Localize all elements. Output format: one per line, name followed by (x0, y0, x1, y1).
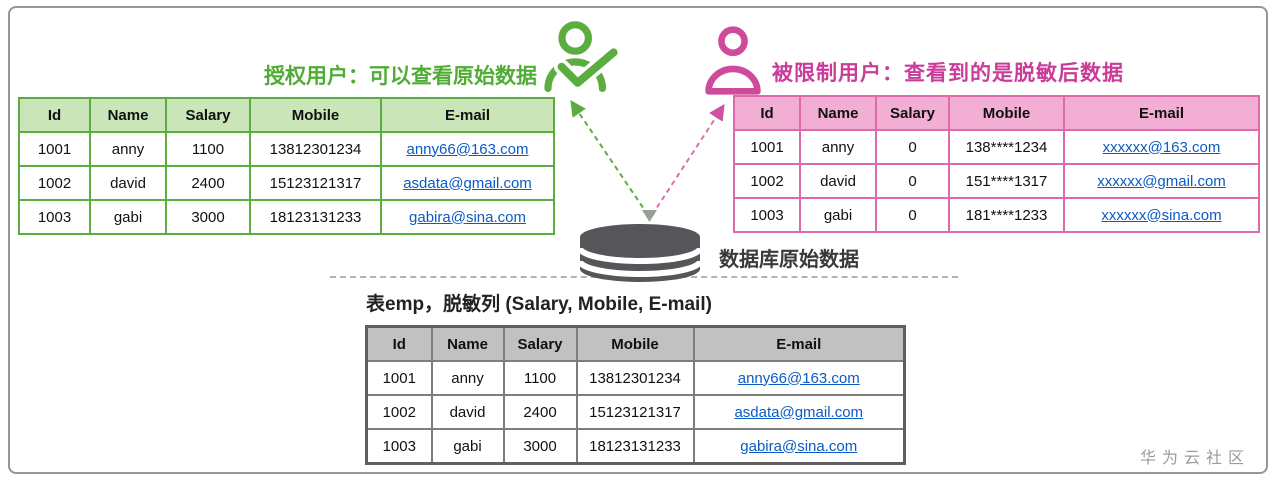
email-link[interactable]: asdata@gmail.com (403, 174, 532, 192)
column-header: Id (365, 325, 433, 362)
column-header: E-mail (380, 97, 555, 133)
huawei-cloud-community-watermark: 华为云社区 (1139, 450, 1250, 467)
table-cell: 15123121317 (575, 394, 695, 430)
table-cell: 1001 (365, 360, 433, 396)
column-header: Name (89, 97, 167, 133)
table-cell: xxxxxx@sina.com (1063, 197, 1260, 233)
column-header: Salary (502, 325, 578, 362)
column-header: Salary (875, 95, 950, 131)
table-cell: asdata@gmail.com (692, 394, 906, 430)
table-cell: 13812301234 (575, 360, 695, 396)
table-cell: asdata@gmail.com (380, 165, 555, 201)
pink-dashed-arrow (651, 103, 725, 216)
table-cell: gabira@sina.com (380, 199, 555, 235)
authorized-users-title: 授权用户：可以查看原始数据 (264, 65, 537, 88)
table-cell: anny (799, 129, 877, 165)
email-link[interactable]: xxxxxx@gmail.com (1097, 172, 1226, 190)
email-link[interactable]: anny66@163.com (737, 369, 860, 387)
table-cell: gabi (799, 197, 877, 233)
table-cell: 1003 (365, 428, 433, 465)
column-header: Mobile (249, 97, 382, 133)
table-cell: 18123131233 (575, 428, 695, 465)
email-link[interactable]: asdata@gmail.com (734, 403, 864, 421)
restricted-users-title: 被限制用户：查看到的是脱敏后数据 (772, 62, 1124, 85)
email-link[interactable]: xxxxxx@163.com (1102, 138, 1221, 156)
table-cell: gabi (430, 428, 505, 465)
table-cell: 3000 (502, 428, 578, 465)
email-link[interactable]: gabira@sina.com (740, 437, 858, 455)
table-cell: anny (430, 360, 505, 396)
table-cell: 2400 (165, 165, 251, 201)
column-header: Name (799, 95, 877, 131)
table-cell: xxxxxx@163.com (1063, 129, 1260, 165)
database-cylinder-icon (577, 224, 703, 282)
table-cell: anny66@163.com (380, 131, 555, 167)
column-header: Salary (165, 97, 251, 133)
table-cell: 1003 (18, 199, 91, 235)
column-header: Mobile (948, 95, 1065, 131)
table-cell: 181****1233 (948, 197, 1065, 233)
user-icon (705, 26, 761, 95)
table-cell: 0 (875, 129, 950, 165)
table-cell: 1100 (165, 131, 251, 167)
table-cell: 13812301234 (249, 131, 382, 167)
table-cell: 151****1317 (948, 163, 1065, 199)
table-cell: 18123131233 (249, 199, 382, 235)
verified-user-icon (544, 21, 620, 92)
table-cell: anny (89, 131, 167, 167)
diagram-frame (8, 6, 1268, 474)
table-cell: 1001 (733, 129, 801, 165)
column-header: E-mail (1063, 95, 1260, 131)
email-link[interactable]: anny66@163.com (406, 140, 529, 158)
table-cell: 2400 (502, 394, 578, 430)
table-cell: david (430, 394, 505, 430)
down-arrowhead-icon (642, 210, 657, 222)
column-header: Id (18, 97, 91, 133)
table-cell: 138****1234 (948, 129, 1065, 165)
data-flow-arrows (570, 100, 725, 222)
table-cell: gabira@sina.com (692, 428, 906, 465)
table-cell: xxxxxx@gmail.com (1063, 163, 1260, 199)
table-cell: gabi (89, 199, 167, 235)
table-cell: 1002 (18, 165, 91, 201)
table-cell: 3000 (165, 199, 251, 235)
table-cell: david (799, 163, 877, 199)
table-emp-masked-columns-title: 表emp，脱敏列 (Salary, Mobile, E-mail) (366, 294, 712, 315)
table-cell: 15123121317 (249, 165, 382, 201)
column-header: Mobile (575, 325, 695, 362)
table-cell: 1003 (733, 197, 801, 233)
table-cell: 0 (875, 197, 950, 233)
table-cell: 0 (875, 163, 950, 199)
email-link[interactable]: gabira@sina.com (409, 208, 526, 226)
green-dashed-arrow (570, 100, 649, 216)
table-cell: 1100 (502, 360, 578, 396)
table-cell: 1002 (733, 163, 801, 199)
column-header: Name (430, 325, 505, 362)
table-cell: 1001 (18, 131, 91, 167)
database-label: 数据库原始数据 (719, 249, 859, 271)
table-cell: anny66@163.com (692, 360, 906, 396)
column-header: Id (733, 95, 801, 131)
column-header: E-mail (692, 325, 906, 362)
email-link[interactable]: xxxxxx@sina.com (1101, 206, 1222, 224)
table-cell: david (89, 165, 167, 201)
table-cell: 1002 (365, 394, 433, 430)
